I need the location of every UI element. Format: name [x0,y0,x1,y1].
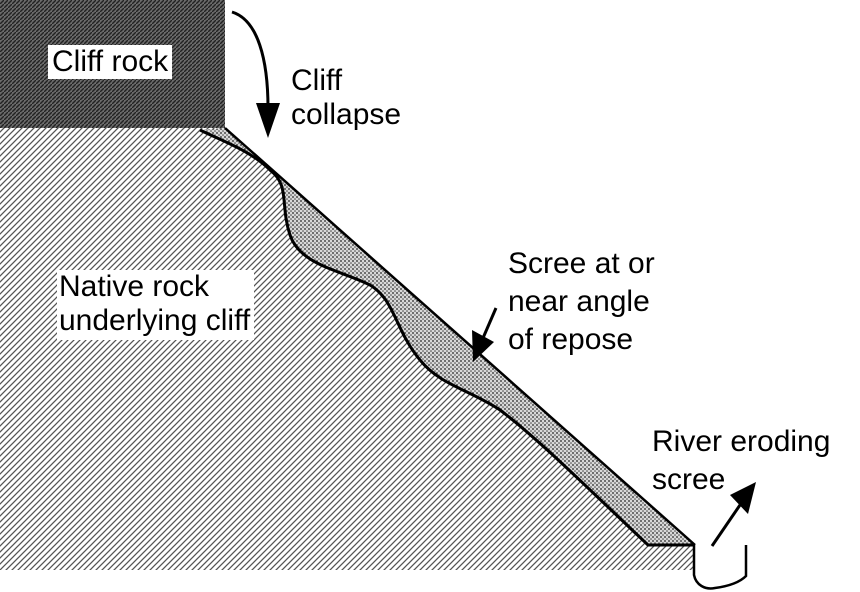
label-cliff-collapse: Cliff collapse [291,64,401,132]
river-channel [692,545,748,590]
label-cliff-rock: Cliff rock [48,45,173,79]
scree-region [200,128,695,545]
label-native-rock: Native rock underlying cliff [57,270,255,340]
label-scree: Scree at or near angle of repose [508,245,655,359]
label-line: Cliff rock [52,45,169,78]
scree-arrowhead [472,330,494,362]
label-line: scree [652,463,726,496]
label-line: collapse [291,98,402,131]
label-line: of repose [508,323,634,356]
label-line: underlying cliff [59,304,251,337]
river-erosion-arrowhead [730,482,756,514]
label-river: River eroding scree [652,423,830,499]
native-rock-region [0,128,694,570]
cliff-collapse-arrow-shaft [231,10,270,109]
label-line: Cliff [291,64,343,97]
label-line: River eroding [652,425,831,458]
scree-lower-boundary [199,128,695,547]
cliff-collapse-arrowhead [256,103,280,138]
label-line: near angle [508,285,650,318]
river-erosion-arrow-shaft [710,504,742,547]
label-line: Scree at or [508,247,655,280]
scree-surface-line [224,127,696,546]
label-line: Native rock [59,270,210,303]
